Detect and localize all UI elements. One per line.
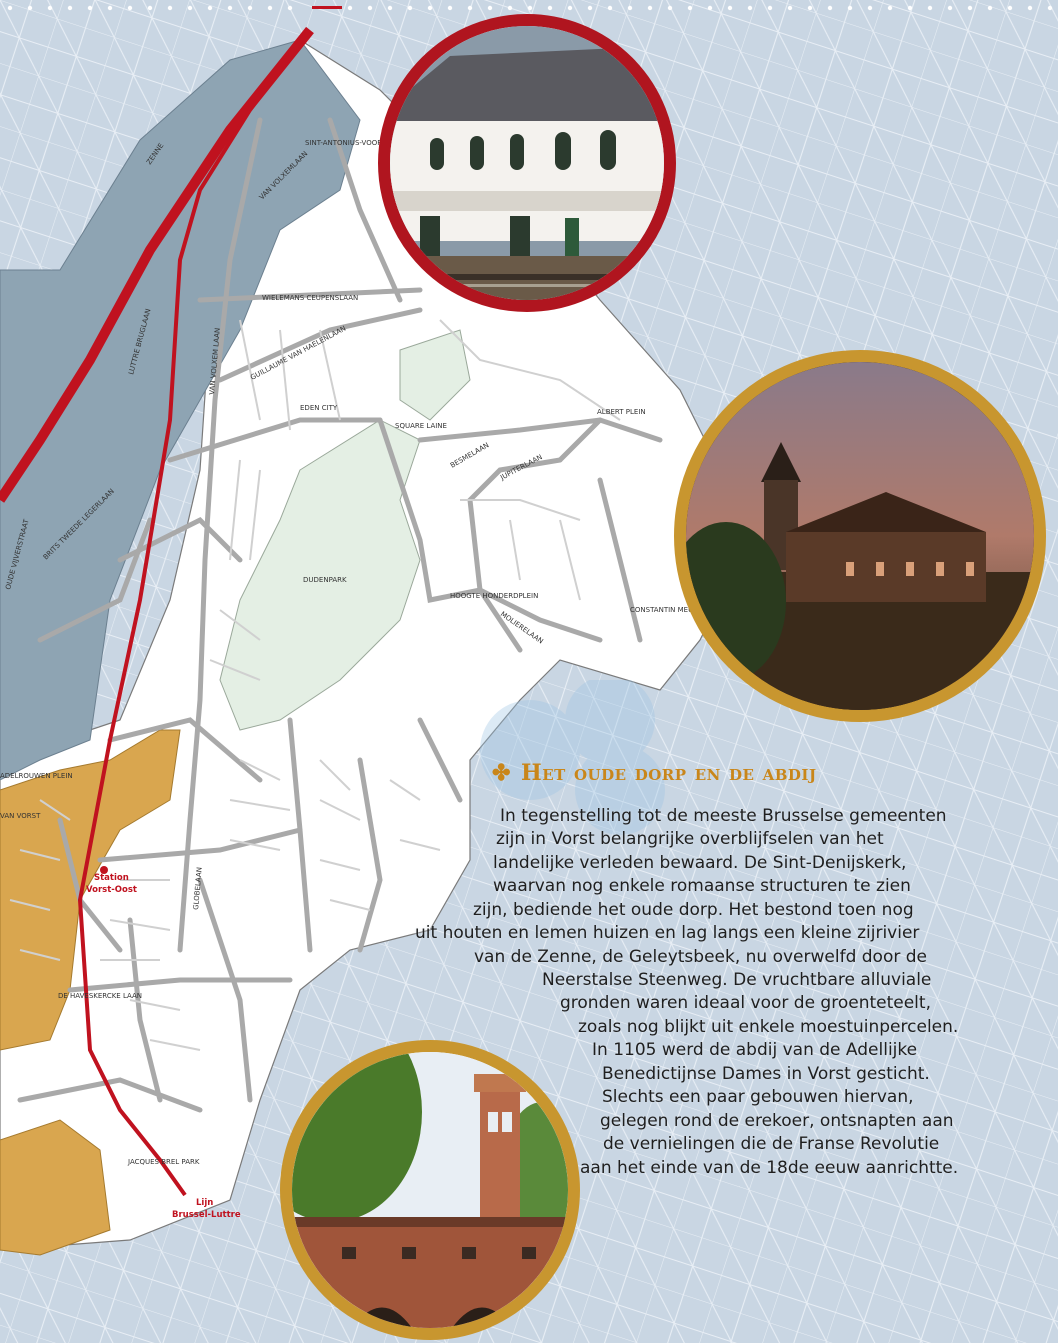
abbey-photo	[280, 1040, 580, 1340]
street-label: DUDENPARK	[303, 576, 347, 584]
article-line: Neerstalse Steenweg. De vruchtbare alluv…	[542, 970, 932, 990]
article-line: Benedictijnse Dames in Vorst gesticht.	[602, 1064, 930, 1084]
street-label: SQUARE LAINE	[395, 422, 447, 430]
article-line: waarvan nog enkele romaanse structuren t…	[493, 876, 911, 896]
article-line: gelegen rond de erekoer, ontsnapten aan	[600, 1111, 954, 1131]
article-line: zoals nog blijkt uit enkele moestuinperc…	[578, 1017, 959, 1037]
article-line: In tegenstelling tot de meeste Brusselse…	[500, 806, 947, 826]
street-label: HOOGTE HONDERDPLEIN	[450, 592, 538, 600]
clover-icon: ✤	[492, 760, 511, 786]
article-line: Slechts een paar gebouwen hiervan,	[602, 1087, 914, 1107]
street-label: WIELEMANS CEUPENSLAAN	[262, 294, 358, 302]
railway-line-luttre	[77, 33, 307, 1197]
church-painting	[674, 350, 1046, 722]
street-label: GLOBELAAN	[192, 867, 204, 910]
line-label: Lijn	[196, 1198, 213, 1208]
abbey-zone	[0, 1119, 111, 1256]
dotted-border	[7, 5, 1053, 11]
article-heading: ✤ Het oude dorp en de abdij	[492, 760, 817, 786]
street-label: EDEN CITY	[300, 404, 338, 412]
station-marker	[100, 866, 108, 874]
station-label: Station	[94, 873, 129, 883]
street-network-light	[9, 319, 621, 1051]
article-line: van de Zenne, de Geleytsbeek, nu overwel…	[474, 947, 928, 967]
article-body: In tegenstelling tot de meeste Brusselse…	[0, 805, 1058, 1285]
station-label: Vorst-Oost	[86, 885, 137, 895]
park-area-north	[399, 329, 471, 421]
street-label: ALBERT PLEIN	[597, 408, 646, 416]
article-title: Het oude dorp en de abdij	[520, 760, 817, 786]
article-line: In 1105 werd de abdij van de Adellijke	[592, 1040, 918, 1060]
article-line: gronden waren ideaal voor de groenteteel…	[560, 993, 931, 1013]
street-label: VAN VORST	[0, 812, 41, 820]
decorative-clover-shape	[480, 680, 665, 835]
line-label: Brussel-Luttre	[172, 1210, 241, 1220]
street-label: DE HAVESKERCKE LAAN	[58, 992, 142, 1000]
article-line: de vernielingen die de Franse Revolutie	[603, 1134, 940, 1154]
railway-line-main	[0, 26, 314, 503]
station-photo	[378, 14, 676, 312]
street-label: SINT-ANTONIUS-VOORPLEIN	[305, 139, 402, 147]
street-label: JACQUES BREL PARK	[127, 1158, 200, 1166]
industrial-zone	[0, 39, 361, 781]
article-line: zijn, bediende het oude dorp. Het beston…	[473, 900, 914, 920]
top-accent	[312, 6, 342, 9]
article-line: zijn in Vorst belangrijke overblijfselen…	[496, 829, 884, 849]
article-line: uit houten en lemen huizen en lag langs …	[415, 923, 920, 943]
old-village-zone	[0, 729, 181, 1051]
street-label: ADELROUWEN PLEIN	[0, 772, 73, 780]
street-label: CONSTANTIN MEUNIER PLEIN	[630, 606, 732, 614]
article-line: landelijke verleden bewaard. De Sint-Den…	[493, 853, 907, 873]
article-line: aan het einde van de 18de eeuw aanrichtt…	[580, 1158, 959, 1178]
